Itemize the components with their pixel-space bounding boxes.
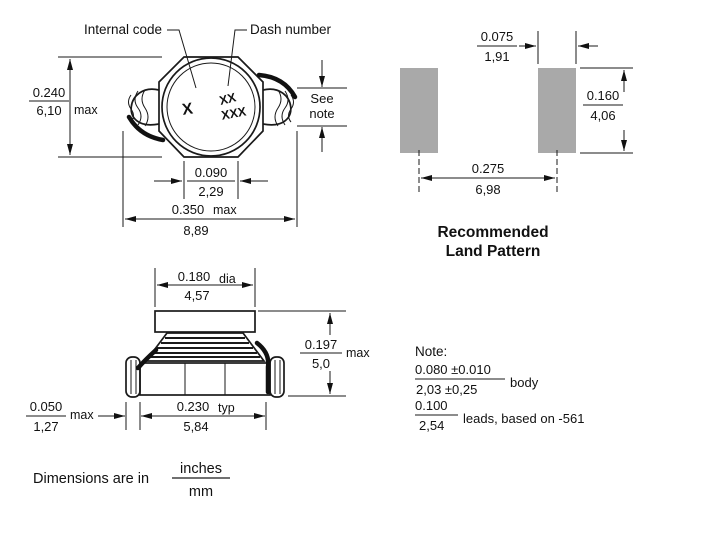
land-pad-left	[400, 68, 438, 153]
dim-pad-spacing: 0.275 6,98	[418, 150, 558, 197]
base-body	[139, 362, 271, 396]
internal-code-label: Internal code	[84, 22, 162, 37]
note-body-mm: 2,03 ±0,25	[416, 382, 477, 397]
pad-spacing-mm: 6,98	[475, 182, 500, 197]
note-body-inches: 0.080 ±0.010	[415, 362, 491, 377]
core-top-flange	[154, 310, 256, 333]
overall-width-inches: 0.350	[172, 202, 205, 217]
see-note-line2: note	[309, 106, 334, 121]
lead-pitch-suffix: typ	[218, 401, 235, 415]
dim-core-diameter: 0.180 dia 4,57	[154, 268, 256, 307]
land-pattern-title-line1: Recommended	[437, 224, 548, 241]
left-lead-outline	[130, 88, 160, 126]
note-body-suffix: body	[510, 375, 539, 390]
land-pattern-title-line2: Land Pattern	[446, 243, 541, 260]
component-top-outline: X XX XXX	[126, 56, 298, 158]
right-lead-outline	[262, 88, 292, 126]
note-title: Note:	[415, 344, 447, 359]
core-circle-inner	[166, 62, 256, 152]
pad-gap-inches: 0.090	[195, 165, 228, 180]
component-height-inches: 0.197	[305, 337, 338, 352]
overall-width-mm: 8,89	[183, 223, 208, 238]
note-leads-inches: 0.100	[415, 398, 448, 413]
lead-pitch-inches: 0.230	[177, 399, 210, 414]
dim-body-height: 0.240 6,10 max	[29, 56, 162, 158]
dim-lead-width: 0.050 1,27 max	[26, 399, 141, 434]
component-height-suffix: max	[346, 346, 370, 360]
left-lead-side	[125, 356, 141, 398]
note-leads-mm: 2,54	[419, 418, 444, 433]
core-circle-outer	[161, 57, 261, 157]
right-solder-fillet	[256, 72, 298, 100]
core-dia-mm: 4,57	[184, 288, 209, 303]
body-height-mm: 6,10	[36, 103, 61, 118]
land-pad-right	[538, 68, 576, 153]
pad-width-inches: 0.075	[481, 29, 514, 44]
core-dia-suffix: dia	[219, 272, 236, 286]
dim-see-note: See note	[297, 60, 347, 152]
dash-number-marks-row1: XX	[218, 90, 238, 108]
pad-width-mm: 1,91	[484, 49, 509, 64]
lead-width-suffix: max	[70, 408, 94, 422]
lead-width-mm: 1,27	[33, 419, 58, 434]
body-height-suffix: max	[74, 103, 98, 117]
right-side-fillet	[254, 340, 271, 395]
core-dia-inches: 0.180	[178, 269, 211, 284]
land-pattern: 0.075 1,91 0.160 4,06 0.275 6,98 Recomme…	[400, 29, 633, 260]
units-mm: mm	[189, 484, 213, 500]
dash-number-marks-row2: XXX	[220, 104, 248, 122]
internal-code-mark: X	[181, 101, 194, 119]
note-leads-suffix: leads, based on -561	[463, 411, 584, 426]
see-note-line1: See	[310, 91, 333, 106]
pad-height-mm: 4,06	[590, 108, 615, 123]
left-solder-fillet	[126, 114, 166, 143]
dash-number-label: Dash number	[250, 22, 332, 37]
left-side-fillet	[135, 347, 159, 371]
units-prefix: Dimensions are in	[33, 471, 149, 487]
overall-width-suffix: max	[213, 203, 237, 217]
right-lead-side	[269, 356, 285, 398]
note-section: Note: 0.080 ±0.010 2,03 ±0,25 body 0.100…	[415, 344, 584, 433]
dim-pad-height: 0.160 4,06	[580, 67, 633, 154]
top-view: 0.240 6,10 max X XX XXX Int	[29, 22, 347, 238]
body-height-inches: 0.240	[33, 85, 66, 100]
pad-height-inches: 0.160	[587, 88, 620, 103]
dim-overall-width: 0.350 max 8,89	[122, 131, 298, 238]
dim-pad-gap: 0.090 2,29	[154, 161, 268, 199]
lead-pitch-mm: 5,84	[183, 419, 208, 434]
dim-component-height: 0.197 5,0 max	[258, 310, 370, 397]
component-height-mm: 5,0	[312, 356, 330, 371]
lead-width-inches: 0.050	[30, 399, 63, 414]
body-octagon	[158, 56, 264, 158]
side-view: 0.180 dia 4,57 0.197 5,0 max 0.050 1,27 …	[26, 268, 370, 434]
component-side-outline	[125, 310, 285, 398]
footer-units: Dimensions are in inches mm	[33, 461, 230, 500]
pad-spacing-inches: 0.275	[472, 161, 505, 176]
pad-gap-mm: 2,29	[198, 184, 223, 199]
dash-number-leader	[227, 29, 247, 87]
dim-lead-pitch: 0.230 typ 5,84	[141, 399, 267, 434]
callouts: Internal code Dash number	[84, 22, 332, 89]
internal-code-leader	[167, 29, 197, 89]
units-inches: inches	[180, 461, 222, 477]
dim-pad-width: 0.075 1,91	[477, 29, 598, 64]
